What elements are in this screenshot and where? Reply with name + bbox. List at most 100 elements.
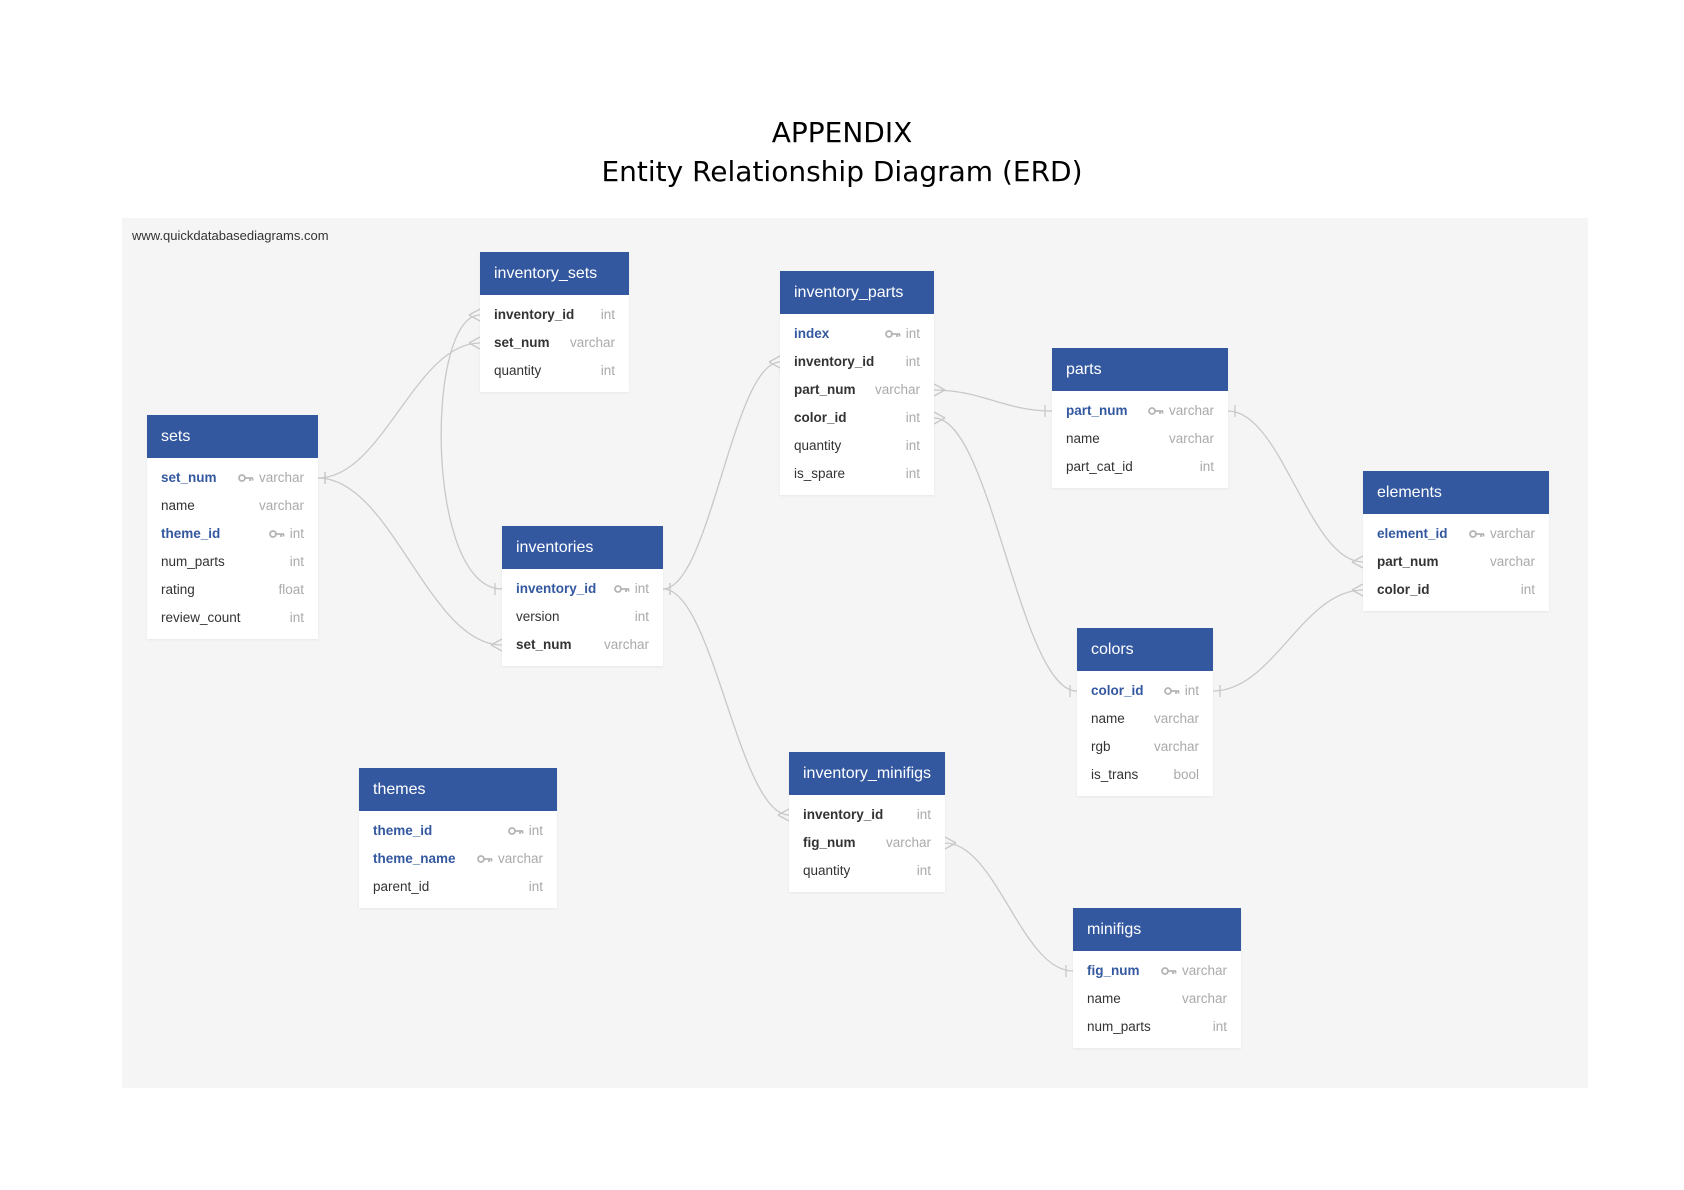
column-row[interactable]: theme_id int (147, 520, 318, 548)
relationship-line (933, 417, 1078, 692)
column-type: int (1163, 677, 1199, 705)
column-type: int (290, 548, 304, 576)
key-icon (268, 530, 285, 538)
column-type-label: varchar (1153, 739, 1199, 754)
key-icon (1469, 530, 1485, 538)
column-type-label: varchar (1489, 554, 1535, 569)
table-header[interactable]: parts (1052, 348, 1228, 391)
column-type: int (268, 520, 304, 548)
column-type-label: varchar (258, 470, 304, 485)
key-icon (1161, 967, 1177, 975)
relationship-line (1212, 589, 1364, 692)
table-header[interactable]: themes (359, 768, 557, 811)
table-header[interactable]: inventory_sets (480, 252, 629, 295)
crows-foot-marker (933, 383, 946, 397)
column-name: rgb (1091, 739, 1111, 754)
table-header[interactable]: inventory_parts (780, 271, 934, 314)
column-type: int (1521, 576, 1535, 604)
table-header[interactable]: colors (1077, 628, 1213, 671)
column-type-label: varchar (603, 637, 649, 652)
column-type: varchar (1490, 548, 1535, 576)
column-row[interactable]: set_num varchar (502, 631, 663, 659)
key-icon (1163, 687, 1180, 695)
relationship-line (317, 477, 503, 646)
column-name: name (161, 498, 195, 513)
relationship-line (933, 389, 1053, 412)
column-name: part_num (1377, 554, 1439, 569)
column-type-label: int (289, 554, 304, 569)
table-header[interactable]: inventory_minifigs (789, 752, 945, 795)
column-name: theme_id (161, 526, 221, 541)
column-type: int (529, 873, 543, 901)
crows-foot-marker (944, 836, 957, 850)
column-row[interactable]: part_num varchar (1363, 548, 1549, 576)
table-header[interactable]: minifigs (1073, 908, 1241, 951)
crows-foot-marker (933, 411, 946, 425)
column-type: int (917, 801, 931, 829)
relationship-line (662, 361, 781, 590)
column-type-label: varchar (1489, 526, 1535, 541)
column-row[interactable]: name varchar (147, 492, 318, 520)
column-name: color_id (794, 410, 847, 425)
crows-foot-marker (490, 638, 503, 652)
column-row[interactable]: rgb varchar (1077, 733, 1213, 761)
table-header[interactable]: sets (147, 415, 318, 458)
table-header[interactable]: inventories (502, 526, 663, 569)
column-type: varchar (875, 376, 920, 404)
column-name: quantity (803, 863, 851, 878)
column-type: varchar (259, 492, 304, 520)
column-name: num_parts (1087, 1019, 1151, 1034)
column-name: rating (161, 582, 195, 597)
table-header[interactable]: elements (1363, 471, 1549, 514)
column-type-label: varchar (1153, 711, 1199, 726)
column-name: set_num (516, 637, 572, 652)
column-type-label: bool (1173, 767, 1199, 782)
column-type: varchar (1169, 425, 1214, 453)
column-name: name (1087, 991, 1121, 1006)
column-type-label: varchar (1168, 403, 1214, 418)
